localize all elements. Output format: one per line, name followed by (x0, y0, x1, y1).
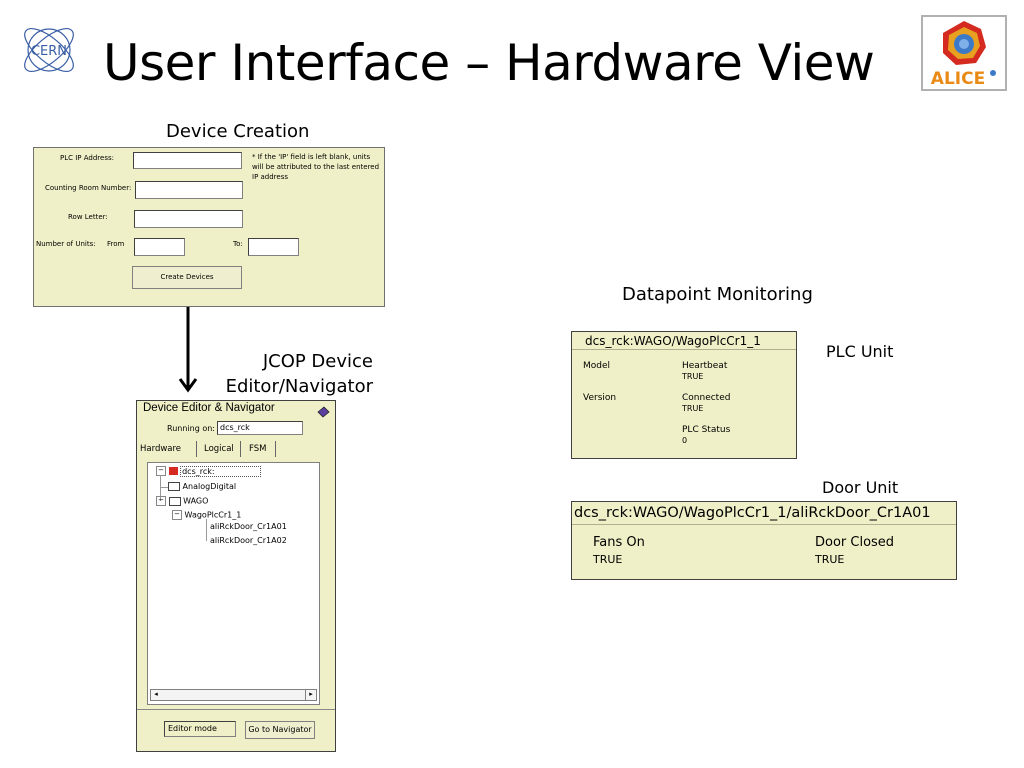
connected-value: TRUE (682, 404, 704, 413)
plc-ip-label: PLC IP Address: (60, 154, 114, 162)
go-to-navigator-button[interactable]: Go to Navigator (245, 721, 315, 739)
tree-line (206, 519, 207, 541)
door-closed-label: Door Closed (815, 535, 895, 550)
tree-line (160, 475, 161, 501)
plc-version-label: Version (583, 393, 617, 403)
ip-note-line-3: IP address (252, 173, 289, 181)
tree-node-door-a02[interactable]: aliRckDoor_Cr1A02 (210, 536, 287, 545)
collapse-icon: − (156, 466, 166, 476)
scroll-left-icon[interactable]: ◂ (154, 691, 158, 698)
to-input[interactable] (248, 238, 299, 256)
running-on-label: Running on: (167, 424, 215, 433)
tab-separator (275, 441, 276, 457)
ip-note-line-1: * If the 'IP' field is left blank, units (252, 153, 371, 161)
book-icon[interactable] (317, 405, 330, 418)
device-creation-panel: PLC IP Address: * If the 'IP' field is l… (33, 147, 385, 307)
door-unit-caption: Door Unit (822, 478, 899, 497)
tree-line (160, 487, 168, 488)
divider (572, 349, 796, 350)
from-label: From (107, 240, 125, 248)
heartbeat-label: Heartbeat (682, 361, 728, 371)
row-letter-input[interactable] (134, 210, 243, 228)
navigator-caption-line-2: Editor/Navigator (225, 376, 373, 397)
tree-node-label: AnalogDigital (182, 482, 237, 491)
tree-node-label: WagoPlcCr1_1 (184, 510, 242, 520)
plc-model-label: Model (583, 361, 611, 371)
cern-logo-text: CERN (31, 44, 67, 59)
navigator-caption-line-1: JCOP Device (262, 351, 373, 372)
tab-separator (240, 441, 241, 457)
hardware-tree: − dcs_rck: AnalogDigital − WAGO − WagoPl… (147, 462, 320, 705)
row-letter-label: Row Letter: (68, 213, 108, 221)
tree-node-dcs-rck[interactable]: − dcs_rck: (156, 465, 261, 477)
heartbeat-value: TRUE (682, 372, 704, 381)
tree-node-wago[interactable]: − WAGO (156, 496, 208, 506)
to-label: To: (233, 240, 243, 248)
collapse-icon: − (156, 496, 166, 506)
navigator-caption: JCOP Device Editor/Navigator (200, 349, 373, 399)
ip-note-line-2: will be attributed to the last entered (252, 163, 380, 171)
flow-arrow (178, 307, 198, 393)
tab-hardware[interactable]: Hardware (140, 444, 182, 454)
plc-title: dcs_rck:WAGO/WagoPlcCr1_1 (585, 334, 761, 348)
scroll-right-icon[interactable]: ▸ (305, 690, 316, 700)
plc-unit-panel: dcs_rck:WAGO/WagoPlcCr1_1 Model Version … (571, 331, 797, 459)
alice-logo: ALICE (921, 15, 1007, 91)
tab-separator (196, 441, 197, 457)
plc-ip-input[interactable] (133, 152, 242, 169)
tree-node-label: dcs_rck: (180, 465, 261, 477)
units-label: Number of Units: (36, 240, 96, 248)
connected-label: Connected (682, 393, 731, 403)
device-editor-navigator: Device Editor & Navigator Running on: dc… (136, 400, 336, 752)
running-on-field: dcs_rck (217, 421, 303, 435)
create-devices-button[interactable]: Create Devices (132, 266, 242, 289)
slide-title: User Interface – Hardware View (103, 34, 875, 92)
door-unit-panel: dcs_rck:WAGO/WagoPlcCr1_1/aliRckDoor_Cr1… (571, 501, 957, 580)
cern-logo: CERN (24, 28, 74, 72)
door-title: dcs_rck:WAGO/WagoPlcCr1_1/aliRckDoor_Cr1… (574, 505, 931, 521)
plc-status-label: PLC Status (682, 425, 731, 435)
fans-on-value: TRUE (593, 553, 623, 566)
folder-icon (168, 482, 180, 491)
tab-logical[interactable]: Logical (204, 444, 234, 454)
horizontal-scrollbar[interactable]: ◂ ▸ (150, 689, 317, 701)
tree-node-label: WAGO (183, 496, 209, 506)
mode-field: Editor mode (164, 721, 236, 737)
ip-note: * If the 'IP' field is left blank, units… (252, 152, 379, 182)
fans-on-label: Fans On (593, 535, 645, 550)
counting-room-label: Counting Room Number: (45, 184, 132, 192)
divider (137, 709, 335, 710)
folder-icon (168, 496, 181, 506)
counting-room-input[interactable] (135, 181, 243, 199)
tree-node-door-a01[interactable]: aliRckDoor_Cr1A01 (210, 522, 287, 531)
tab-fsm[interactable]: FSM (249, 444, 267, 454)
device-creation-caption: Device Creation (166, 121, 310, 142)
navigator-title: Device Editor & Navigator (143, 402, 275, 414)
alice-logo-text: ALICE (931, 69, 985, 89)
tree-node-wagoplc[interactable]: − WagoPlcCr1_1 (172, 510, 241, 520)
monitoring-caption: Datapoint Monitoring (622, 284, 813, 305)
plc-status-value: 0 (682, 436, 688, 445)
collapse-icon: − (172, 510, 182, 520)
divider (572, 524, 956, 525)
from-input[interactable] (134, 238, 185, 256)
plc-unit-caption: PLC Unit (826, 342, 894, 361)
tree-node-analogdigital[interactable]: AnalogDigital (168, 482, 236, 491)
door-closed-value: TRUE (815, 553, 845, 566)
system-icon (168, 467, 178, 475)
